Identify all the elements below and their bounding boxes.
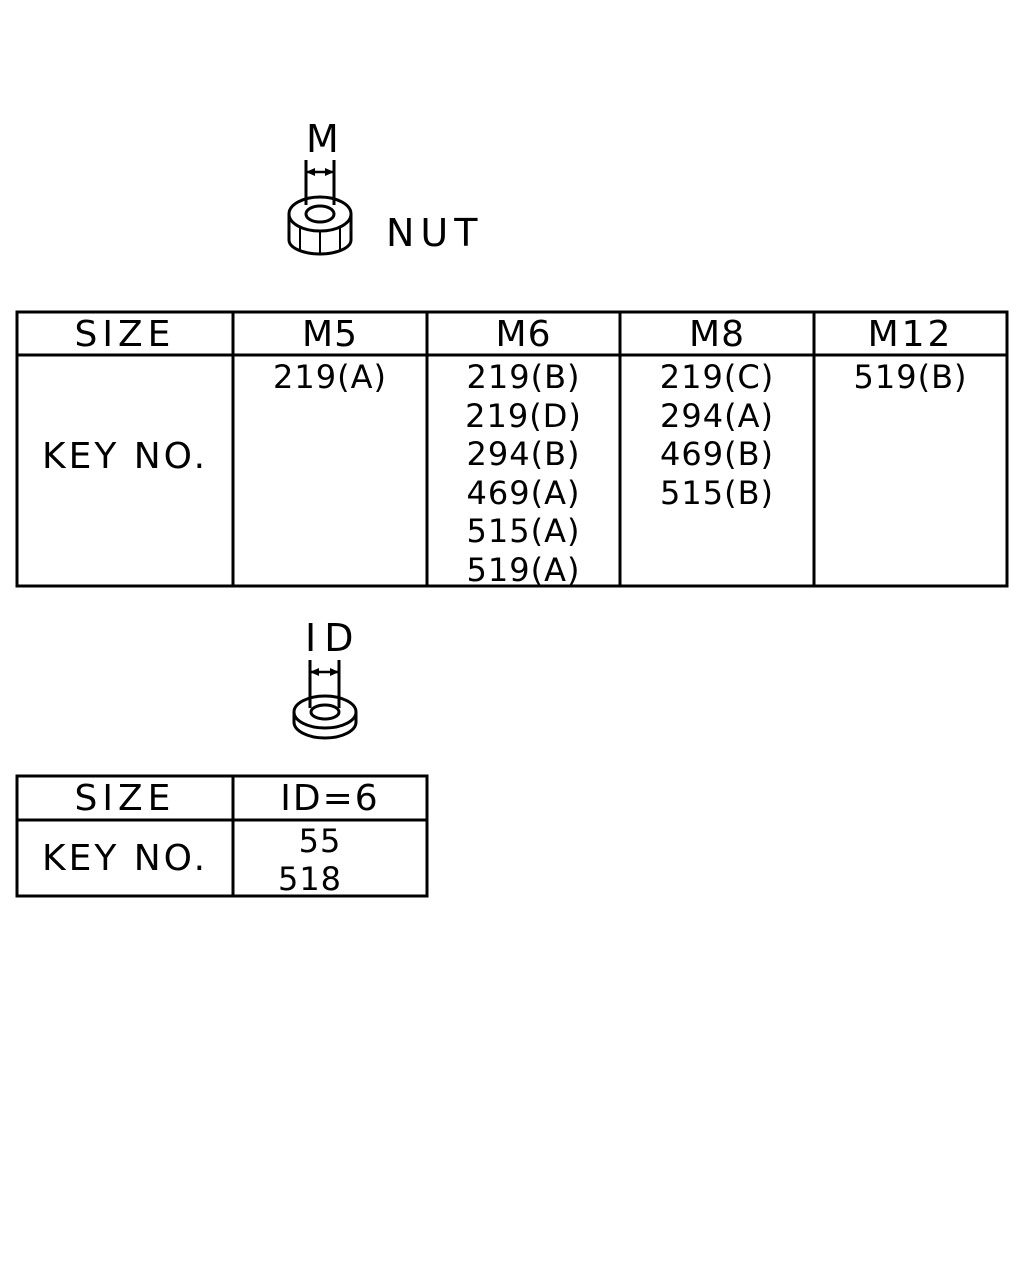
washer-hole bbox=[309, 703, 341, 721]
key-number: 55 bbox=[298, 822, 342, 860]
washer-table-size-header: SIZE bbox=[74, 778, 176, 819]
nut-arrow-left bbox=[306, 168, 315, 176]
key-number: 518 bbox=[277, 860, 343, 898]
nut-table-col-size: M5 bbox=[302, 314, 358, 355]
nut-dimension-label: M bbox=[306, 117, 339, 161]
key-number: 469(A) bbox=[466, 473, 581, 512]
key-number: 219(D) bbox=[465, 396, 582, 435]
nut-table-grid bbox=[15, 310, 1009, 588]
key-number: 519(B) bbox=[853, 358, 968, 396]
nut-arrow-right bbox=[325, 168, 334, 176]
washer-top-face bbox=[292, 694, 358, 730]
washer-side bbox=[292, 712, 358, 740]
key-number: 219(B) bbox=[466, 358, 581, 396]
nut-part-label: NUT bbox=[386, 211, 484, 255]
washer-dimension-label: ID bbox=[305, 616, 362, 660]
key-number: 515(B) bbox=[660, 473, 774, 512]
washer-table-grid bbox=[15, 774, 429, 898]
key-number: 519(A) bbox=[466, 550, 581, 589]
key-number: 219(A) bbox=[273, 358, 387, 396]
nut-table-key-no-label: KEY NO. bbox=[41, 436, 209, 477]
key-number: 294(A) bbox=[660, 396, 774, 435]
washer-icon bbox=[292, 660, 358, 740]
nut-table-col-size: M12 bbox=[867, 314, 954, 355]
nut-table-col-size: M8 bbox=[689, 314, 745, 355]
key-number: 469(B) bbox=[660, 435, 774, 473]
key-number: 515(A) bbox=[466, 512, 581, 550]
washer-arrow-left bbox=[310, 668, 319, 676]
nut-table-size-header: SIZE bbox=[74, 314, 176, 355]
washer-table-col-size: ID=6 bbox=[280, 778, 380, 819]
key-number: 294(B) bbox=[466, 435, 581, 473]
washer-arrow-right bbox=[330, 668, 339, 676]
key-number: 219(C) bbox=[659, 358, 775, 396]
nut-icon bbox=[287, 160, 353, 256]
nut-hole bbox=[304, 204, 336, 224]
washer-table-key-no-label: KEY NO. bbox=[41, 838, 209, 879]
nut-top-face bbox=[287, 195, 353, 233]
nut-table-col-size: M6 bbox=[495, 314, 552, 355]
